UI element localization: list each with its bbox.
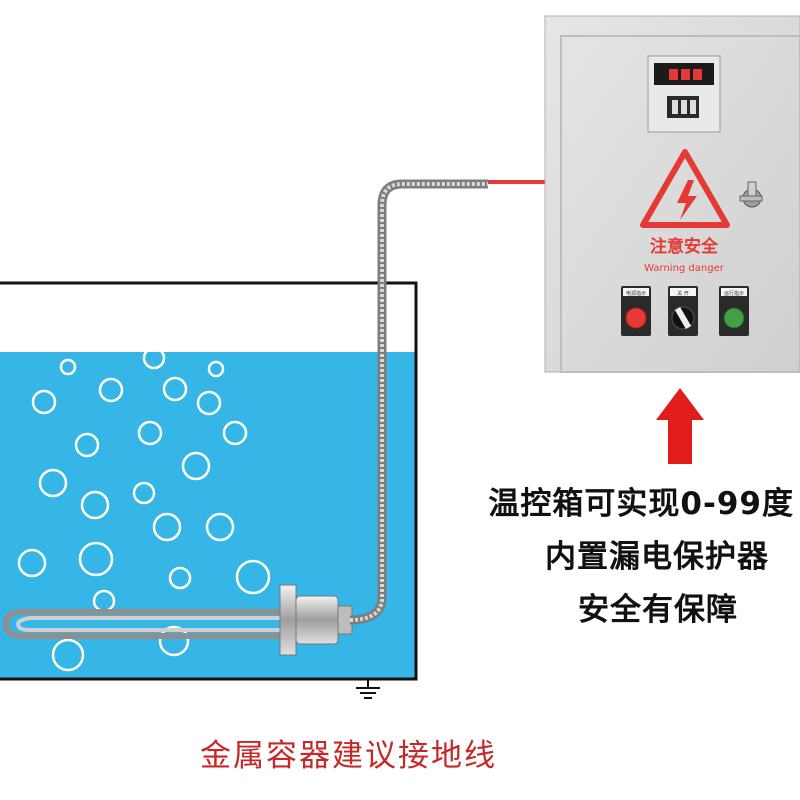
bubble [205, 512, 235, 542]
bubble [207, 360, 225, 378]
key-lock-icon[interactable] [739, 181, 763, 208]
bubble [31, 389, 57, 415]
bubble [142, 346, 166, 370]
bubble [168, 566, 192, 590]
bubble [59, 358, 77, 376]
power-indicator-light[interactable]: 电源指示 [621, 286, 651, 336]
bubble [80, 490, 110, 520]
warning-subtitle: Warning danger [644, 263, 725, 274]
bubble [38, 468, 68, 498]
bubble [78, 541, 114, 577]
bubble [196, 390, 222, 416]
bubble [158, 625, 190, 657]
button-label-run: 运行指示 [724, 290, 744, 297]
button-label-power: 电源指示 [626, 290, 646, 297]
bubble [222, 420, 248, 446]
bubble [181, 451, 211, 481]
bubble [51, 638, 85, 672]
junction-body [295, 595, 339, 645]
heating-element [2, 584, 353, 656]
bubble [235, 559, 271, 595]
bubbles [17, 346, 271, 672]
display-digits [669, 69, 702, 80]
flexible-cable [349, 179, 548, 625]
bubble [74, 432, 100, 458]
bubble [17, 548, 47, 578]
tank-outline [0, 281, 418, 681]
bubble [132, 481, 156, 505]
caption-leakage-protector: 内置漏电保护器 [545, 539, 769, 575]
lightning-warning-icon [640, 149, 730, 228]
caption-temperature-range: 温控箱可实现0-99度 [488, 486, 794, 522]
bubble [152, 512, 182, 542]
bubble [137, 420, 163, 446]
bubble [162, 376, 188, 402]
water-tank [0, 281, 418, 681]
on-off-selector-switch[interactable]: 关 开 [668, 286, 698, 336]
bubble [98, 377, 124, 403]
caption-grounding-advice: 金属容器建议接地线 [200, 738, 497, 774]
flange [279, 584, 297, 656]
button-label-selector: 关 开 [677, 290, 689, 297]
warning-title: 注意安全 [650, 236, 719, 257]
control-box: 注意安全 Warning danger 电源指示 关 开 运行指示 [544, 15, 800, 373]
run-indicator-light[interactable]: 运行指示 [719, 286, 749, 336]
temperature-controller [647, 55, 721, 133]
up-arrow-icon [656, 388, 704, 464]
ground-symbol-icon [356, 680, 380, 699]
caption-safety: 安全有保障 [578, 592, 738, 628]
